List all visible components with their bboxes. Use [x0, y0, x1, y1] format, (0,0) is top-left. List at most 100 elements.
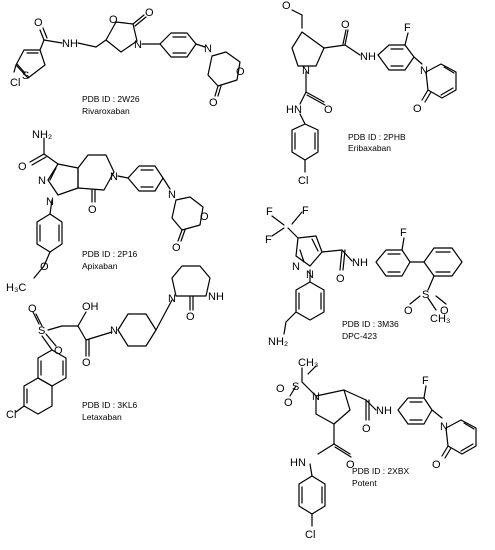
o-atom: O [186, 311, 195, 323]
f-atom: F [422, 375, 429, 387]
f-atom: F [302, 205, 309, 217]
methoxyphenyl-ring [36, 213, 63, 253]
apixaban-pdb-id: PDB ID : 2P16 [82, 249, 138, 259]
piperidine-ring [117, 313, 157, 347]
n-atom: N [110, 325, 118, 337]
morpholinone-ring [207, 51, 241, 87]
letaxaban-pdb-id: PDB ID : 3KL6 [82, 400, 138, 410]
nh-atom: NH [360, 51, 376, 63]
o-atom: O [284, 397, 293, 409]
o-atom: O [145, 7, 154, 19]
o-atom: O [404, 305, 413, 317]
n-atom: N [306, 269, 314, 281]
o-atom: O [362, 423, 371, 435]
lactam-ring [77, 154, 115, 191]
o-atom: O [82, 357, 91, 369]
s-atom: S [22, 70, 29, 82]
o-atom: O [276, 383, 285, 395]
potent-structure: CH₃ S O O N NH O O HN F N O Cl PDB ID : … [276, 357, 477, 541]
o-atom: O [324, 104, 333, 116]
o-atom: O [40, 261, 49, 273]
chlorophenyl-ring-1 [291, 123, 319, 161]
o-atom: O [172, 242, 181, 254]
o-atom: O [432, 459, 441, 471]
benzyl-phenyl-ring [295, 281, 325, 321]
hn-atom: HN [286, 104, 302, 116]
f-atom: F [400, 227, 407, 239]
o-atom: O [28, 303, 37, 315]
rivaroxaban-name: Rivaroxaban [82, 106, 130, 116]
cl-atom: Cl [10, 77, 20, 89]
eribaxaban-name: Eribaxaban [348, 143, 391, 153]
hn-atom: HN [290, 457, 306, 469]
f-atom: F [266, 206, 273, 218]
letaxaban-structure: O S O OH O N N NH O Cl PDB ID : 3KL6 Let… [6, 265, 224, 422]
eribaxaban-pdb-id: PDB ID : 2PHB [348, 132, 406, 142]
apixaban-structure: NH₂ O N N N O N O O O H₃C PDB ID : 2P16 … [6, 129, 209, 294]
eribaxaban-structure: O O NH N O HN F N O Cl PDB ID : 2PHB Eri… [282, 0, 457, 187]
o-atom: O [346, 459, 355, 471]
nh2-atom: NH₂ [32, 129, 52, 141]
o-atom: O [336, 273, 345, 285]
cl-atom: Cl [305, 529, 315, 541]
n-atom: N [440, 421, 448, 433]
dpc423-name: DPC-423 [342, 331, 377, 341]
h3co-atom: H₃C [6, 282, 26, 294]
f-atom: F [404, 22, 411, 34]
nh-atom: NH [352, 257, 368, 269]
apixaban-name: Apixaban [82, 261, 118, 271]
n-atom: N [168, 189, 176, 201]
n-atom: N [134, 39, 142, 51]
nh-atom: NH [376, 405, 392, 417]
nh2-atom: NH₂ [268, 336, 288, 348]
o-atom: O [341, 19, 350, 31]
pyrrolidine-ring-2 [315, 389, 351, 425]
n-atom: N [204, 43, 212, 55]
n-atom: N [420, 65, 428, 77]
o-atom: O [440, 305, 449, 317]
n-atom: N [38, 175, 46, 187]
o-atom: O [109, 14, 118, 26]
tetrahydropyrimidinone-ring [171, 265, 211, 297]
rivaroxaban-pdb-id: PDB ID : 2W26 [82, 94, 140, 104]
oh-atom: OH [82, 301, 99, 313]
s-atom: S [38, 325, 45, 337]
letaxaban-name: Letaxaban [82, 412, 122, 422]
o-atom: O [88, 204, 97, 216]
o-atom: O [200, 211, 209, 223]
pyrazole-ring-2 [295, 235, 323, 267]
n-atom: N [302, 65, 310, 77]
oxazolidinone-ring [105, 21, 138, 53]
o-atom: O [282, 0, 291, 12]
morpholinone-ring-2 [171, 196, 204, 231]
o-atom: O [54, 345, 63, 357]
cl-atom: Cl [6, 409, 16, 421]
chlorophenyl-ring-2 [298, 475, 326, 515]
o-atom: O [209, 97, 218, 109]
rivaroxaban-structure: Cl S O NH O O N N O O PDB ID : 2W26 Riva… [10, 7, 245, 116]
nh-atom: NH [62, 38, 78, 50]
potent-name: Potent [352, 478, 377, 488]
n-atom: N [110, 171, 118, 183]
ch3-atom: CH₃ [430, 313, 450, 325]
o-atom: O [34, 17, 43, 29]
o-atom: O [413, 103, 422, 115]
cl-atom: Cl [298, 175, 308, 187]
s-atom: S [292, 381, 299, 393]
naphthalene-ring-b [23, 377, 53, 415]
n-atom: N [46, 196, 54, 208]
o-atom: O [18, 161, 27, 173]
dpc423-structure: F F F N N NH O F S O O CH₃ NH₂ PDB ID : … [265, 205, 463, 348]
pyrrolidine-ring [291, 31, 325, 67]
dpc423-pdb-id: PDB ID : 3M36 [342, 319, 399, 329]
ch3-atom: CH₃ [298, 357, 318, 369]
n-atom: N [292, 261, 300, 273]
potent-pdb-id: PDB ID : 2XBX [352, 466, 409, 476]
nh-atom: NH [208, 291, 224, 303]
thiophene-ring [15, 49, 46, 79]
s-atom: S [422, 289, 429, 301]
n-atom: N [168, 293, 176, 305]
f-atom: F [265, 234, 272, 246]
n-atom: N [312, 391, 320, 403]
